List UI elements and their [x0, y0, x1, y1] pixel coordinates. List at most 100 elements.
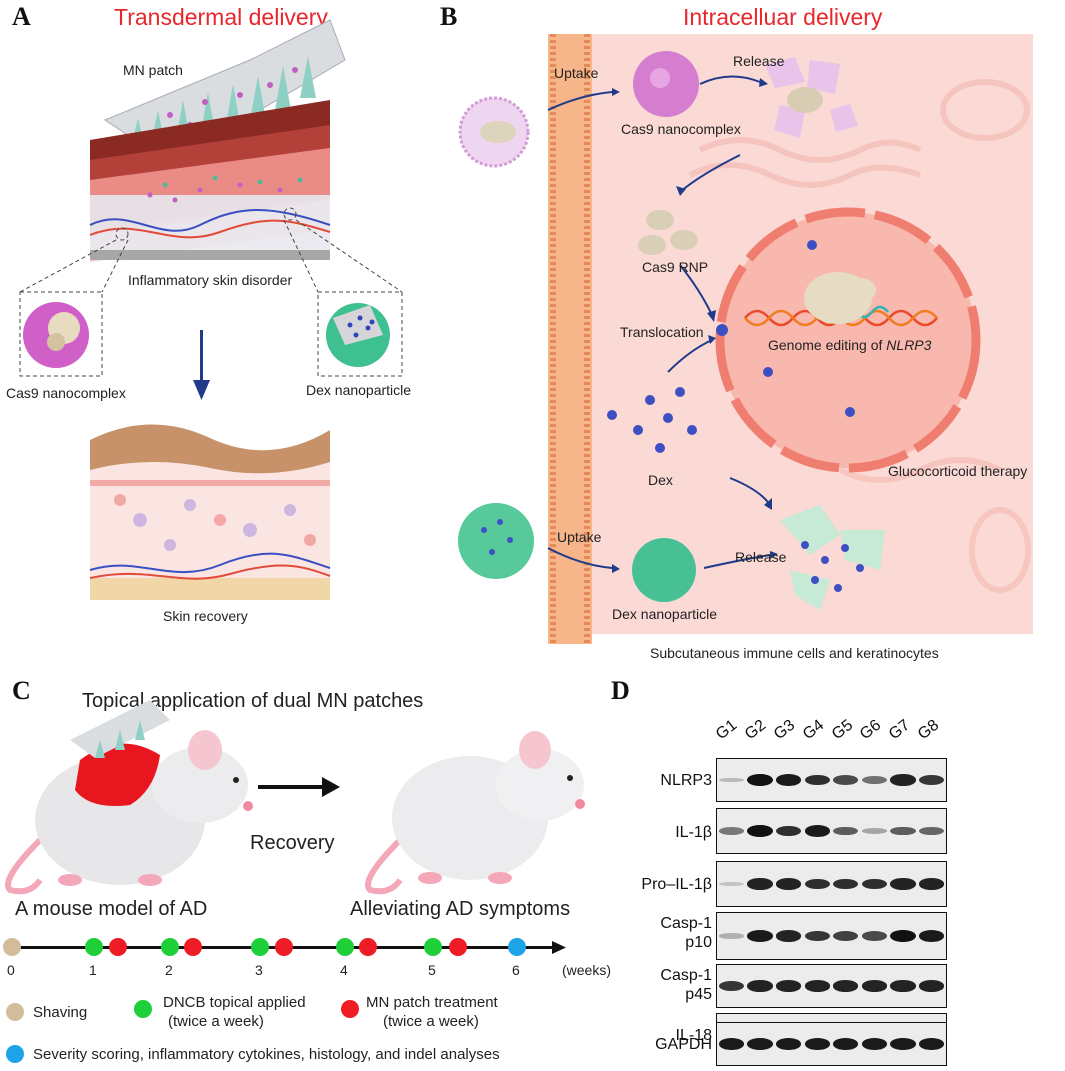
band-1-g8 [919, 826, 945, 836]
band-3-g5 [833, 931, 859, 941]
band-3-g7 [890, 930, 916, 942]
mouse-model-label: A mouse model of AD [15, 898, 208, 920]
recovery-arrow-c [258, 777, 340, 797]
tick-1: 1 [89, 962, 97, 978]
dex-nanoparticle-graphic [326, 303, 390, 367]
translocation-label: Translocation [620, 324, 704, 340]
legend-mn-dot [341, 1000, 359, 1018]
band-1-g2 [747, 825, 773, 837]
panel-b-title: Intracelluar delivery [683, 4, 883, 30]
band-6-g6 [861, 1038, 888, 1050]
band-0-g3 [775, 774, 802, 786]
lane-casp1-p10 [716, 912, 947, 960]
recovered-skin-graphic [89, 424, 331, 600]
lane-label-pro-il1b: Pro–IL-1β [641, 876, 712, 893]
band-3-g3 [775, 930, 802, 942]
mouse-ad-model [5, 700, 253, 895]
panel-a-illustration [19, 19, 403, 600]
band-3-g6 [861, 931, 888, 941]
lane-label-il18: IL-18 [675, 1027, 712, 1044]
genome-editing-label: Genome editing of NLRP3 [768, 337, 931, 353]
lane-label-casp1-p45: Casp-1 p45 [598, 966, 712, 1004]
group-header-g7: G7 [886, 716, 914, 744]
band-6-g8 [919, 1038, 945, 1050]
group-header-g4: G4 [799, 716, 827, 744]
cas9-release-fragments [765, 57, 858, 138]
release-bottom-label: Release [735, 549, 787, 565]
lane-label-casp1-p45-l2: p45 [685, 986, 712, 1003]
nucleus [715, 207, 981, 473]
legend-dncb-line1: DNCB topical applied [163, 994, 306, 1011]
band-4-g6 [861, 980, 888, 992]
timeline-dots [3, 938, 526, 956]
legend-severity: Severity scoring, inflammatory cytokines… [33, 1046, 500, 1063]
panel-b-caption: Subcutaneous immune cells and keratinocy… [650, 645, 939, 661]
band-4-g2 [747, 980, 773, 992]
cell-membrane [548, 34, 592, 644]
cas9-nanocomplex-graphic [23, 302, 89, 368]
lane-gapdh [716, 1022, 947, 1066]
panel-b-illustration [458, 34, 1033, 644]
band-0-g2 [747, 774, 773, 786]
lane-label-gapdh: GAPDH [655, 1036, 712, 1053]
band-1-g3 [775, 825, 802, 837]
panel-c-title: Topical application of dual MN patches [82, 690, 424, 712]
band-4-g5 [833, 980, 859, 992]
panel-c-letter: C [12, 676, 31, 705]
lane-nlrp3 [716, 758, 947, 802]
panel-c-illustration [3, 700, 585, 956]
band-0-g1 [718, 777, 744, 783]
legend-severity-dot [6, 1045, 24, 1063]
band-4-g4 [804, 980, 830, 992]
tick-4: 4 [340, 962, 348, 978]
band-2-g7 [890, 878, 916, 890]
mouse-recovered [365, 731, 585, 895]
recovery-arrow [193, 330, 210, 400]
legend-shaving: Shaving [33, 1004, 88, 1021]
band-1-g6 [861, 828, 888, 834]
dex-nanoparticle-inside [632, 538, 696, 602]
band-4-g7 [890, 980, 916, 992]
genome-editing-prefix: Genome editing of [768, 337, 887, 353]
dex-molecules [607, 240, 855, 453]
dex-release-fragments [780, 505, 885, 610]
band-1-g5 [833, 826, 859, 836]
inflammatory-disorder-label: Inflammatory skin disorder [128, 272, 293, 288]
cas9-rnp-label: Cas9 RNP [642, 259, 709, 275]
legend-mn-line1: MN patch treatment [366, 994, 498, 1011]
tick-5: 5 [428, 962, 436, 978]
cas9-nanocomplex-outside [458, 96, 530, 168]
panel-a-title: Transdermal delivery [114, 4, 328, 30]
panel-d-letter: D [611, 676, 630, 705]
band-1-g1 [718, 827, 744, 835]
cas9-protein-in-nucleus [804, 272, 876, 324]
band-2-g1 [718, 881, 744, 887]
band-2-g8 [919, 878, 945, 890]
group-header-g1: G1 [712, 716, 741, 744]
cas9-nanocomplex-label-b: Cas9 nanocomplex [621, 121, 741, 137]
lane-pro-il1b [716, 861, 947, 907]
band-4-g1 [718, 980, 744, 992]
band-2-g4 [804, 878, 830, 890]
dex-nanoparticle-outside [458, 503, 534, 579]
uptake-top-label: Uptake [554, 65, 599, 81]
band-6-g4 [804, 1038, 830, 1050]
genome-editing-gene: NLRP3 [886, 337, 932, 353]
cas9-rnp-cluster [638, 210, 698, 255]
dex-label: Dex [648, 472, 673, 488]
band-2-g6 [861, 878, 888, 890]
dex-nanoparticle-label-a: Dex nanoparticle [306, 382, 412, 398]
band-0-g4 [804, 774, 830, 786]
legend-dncb-line2: (twice a week) [168, 1013, 264, 1030]
band-2-g5 [833, 878, 859, 890]
recovery-label-c: Recovery [250, 832, 335, 854]
band-0-g7 [890, 774, 916, 786]
tick-3: 3 [255, 962, 263, 978]
panel-b-letter: B [440, 2, 458, 31]
lane-il1b [716, 808, 947, 854]
uptake-bottom-label: Uptake [557, 529, 602, 545]
skin-recovery-label: Skin recovery [163, 608, 248, 624]
lane-label-casp1-p45-l1: Casp-1 [660, 967, 712, 984]
cas9-nanocomplex-inside [633, 51, 699, 117]
lane-label-il1b: IL-1β [675, 824, 712, 841]
